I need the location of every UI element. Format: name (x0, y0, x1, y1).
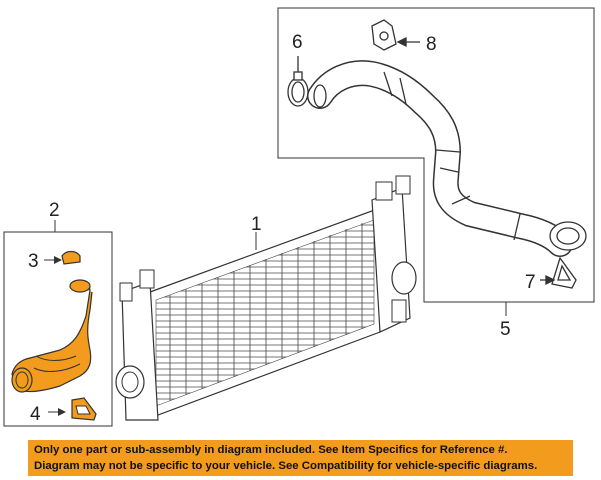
callout-5: 5 (500, 319, 511, 340)
clamp-7 (540, 256, 577, 289)
callout-6: 6 (292, 32, 303, 53)
callout-4: 4 (30, 404, 41, 425)
callout-8: 8 (426, 34, 437, 55)
sensor-8 (371, 19, 420, 51)
notice-line-1: Only one part or sub-assembly in diagram… (34, 444, 508, 456)
callout-7: 7 (525, 272, 536, 293)
inlet-pipe-assembly (307, 60, 587, 257)
notice-line-2: Diagram may not be specific to your vehi… (34, 460, 538, 472)
clamp-3 (44, 250, 81, 265)
clamp-6 (287, 56, 309, 107)
callout-3: 3 (28, 251, 39, 272)
compatibility-notice-banner: Only one part or sub-assembly in diagram… (28, 440, 573, 476)
intercooler (115, 175, 417, 421)
part-2-group-box (3, 231, 113, 427)
outlet-hose (11, 279, 93, 393)
callout-1: 1 (251, 214, 262, 235)
clamp-4 (48, 397, 97, 421)
callout-2: 2 (49, 200, 60, 221)
part-5-group-box (277, 7, 595, 303)
